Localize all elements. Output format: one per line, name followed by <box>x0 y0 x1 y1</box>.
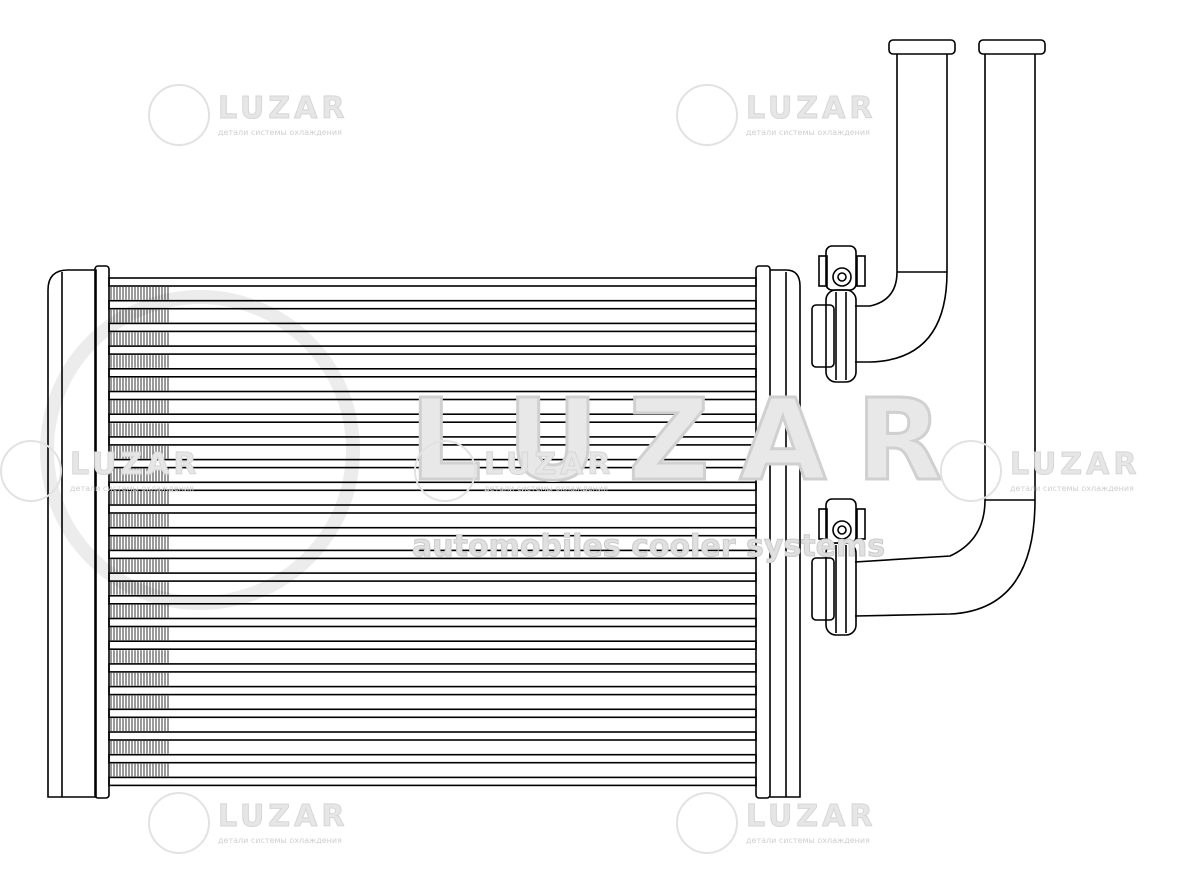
watermark-brand: LUZAR <box>745 798 877 834</box>
right-tank <box>770 269 801 798</box>
outlet-pipe <box>854 39 1046 617</box>
fin-block <box>110 377 169 391</box>
core-tube <box>108 504 757 514</box>
fin-block <box>110 763 169 777</box>
fin-block <box>110 741 169 754</box>
core-tube <box>108 367 757 378</box>
watermark-brand: LUZAR <box>745 90 877 126</box>
watermark-subtitle: детали системы охлаждения <box>746 127 870 137</box>
fin-block <box>110 536 169 550</box>
luzar-lion-icon <box>148 84 210 146</box>
luzar-lion-icon <box>414 440 476 502</box>
fin-block <box>110 718 169 731</box>
core-tube <box>108 663 757 673</box>
fin-block <box>110 627 169 641</box>
inlet-hose-clamp <box>811 245 866 383</box>
watermark-subtitle: детали системы охлаждения <box>1010 483 1134 493</box>
watermark-subtitle: детали системы охлаждения <box>70 483 194 493</box>
core-tube <box>108 322 757 333</box>
watermark-brand-large: LUZAR <box>408 376 973 506</box>
fin-block <box>110 650 169 663</box>
watermark-brand: LUZAR <box>483 446 615 482</box>
core-tube <box>108 685 757 696</box>
fin-block <box>110 309 169 323</box>
watermark-subtitle: детали системы охлаждения <box>746 835 870 845</box>
fin-block <box>110 514 169 527</box>
watermark-subtitle: детали системы охлаждения <box>218 835 342 845</box>
core-tube <box>108 776 757 787</box>
fin-block <box>110 400 169 414</box>
fin-block <box>110 695 169 709</box>
outlet-hose-clamp <box>811 498 866 636</box>
fin-block <box>110 445 169 459</box>
luzar-lion-icon <box>940 440 1002 502</box>
core-tube <box>108 617 757 628</box>
core-tube <box>108 731 757 741</box>
core-tube <box>108 526 757 537</box>
core-tubes <box>108 277 757 787</box>
fin-block <box>110 468 169 482</box>
core-tube <box>108 413 757 424</box>
watermark-subtitle: детали системы охлаждения <box>484 483 608 493</box>
fin-block <box>110 672 169 686</box>
core-tube <box>108 345 757 355</box>
inlet-pipe <box>855 39 956 363</box>
watermark-tagline-large: automobiles cooler systems <box>411 529 886 564</box>
left-header-plate <box>94 265 110 799</box>
watermark-subtitle: детали системы охлаждения <box>218 127 342 137</box>
luzar-lion-icon <box>148 792 210 854</box>
left-tank <box>47 269 97 798</box>
core-fins <box>110 287 169 777</box>
core-tube <box>108 390 757 401</box>
fin-block <box>110 559 169 573</box>
fin-block <box>110 332 169 346</box>
watermark-brand: LUZAR <box>217 90 349 126</box>
core-tube <box>108 753 757 764</box>
fin-block <box>110 491 169 504</box>
luzar-lion-icon <box>676 84 738 146</box>
core-tube <box>108 708 757 719</box>
core-tube <box>108 572 757 582</box>
fin-block <box>110 423 169 436</box>
core-tube <box>108 549 757 560</box>
watermark-brand: LUZAR <box>1009 446 1141 482</box>
fin-block <box>110 582 169 595</box>
watermark-brand: LUZAR <box>217 798 349 834</box>
core-tube <box>108 594 757 605</box>
fin-block <box>110 604 169 618</box>
core-tube <box>108 640 757 651</box>
watermark-brand: LUZAR <box>69 446 201 482</box>
fin-block <box>110 355 169 368</box>
fin-block <box>110 287 169 300</box>
core-tube <box>108 277 757 287</box>
luzar-lion-icon <box>0 440 62 502</box>
core-tube <box>108 299 757 310</box>
luzar-lion-icon <box>676 792 738 854</box>
